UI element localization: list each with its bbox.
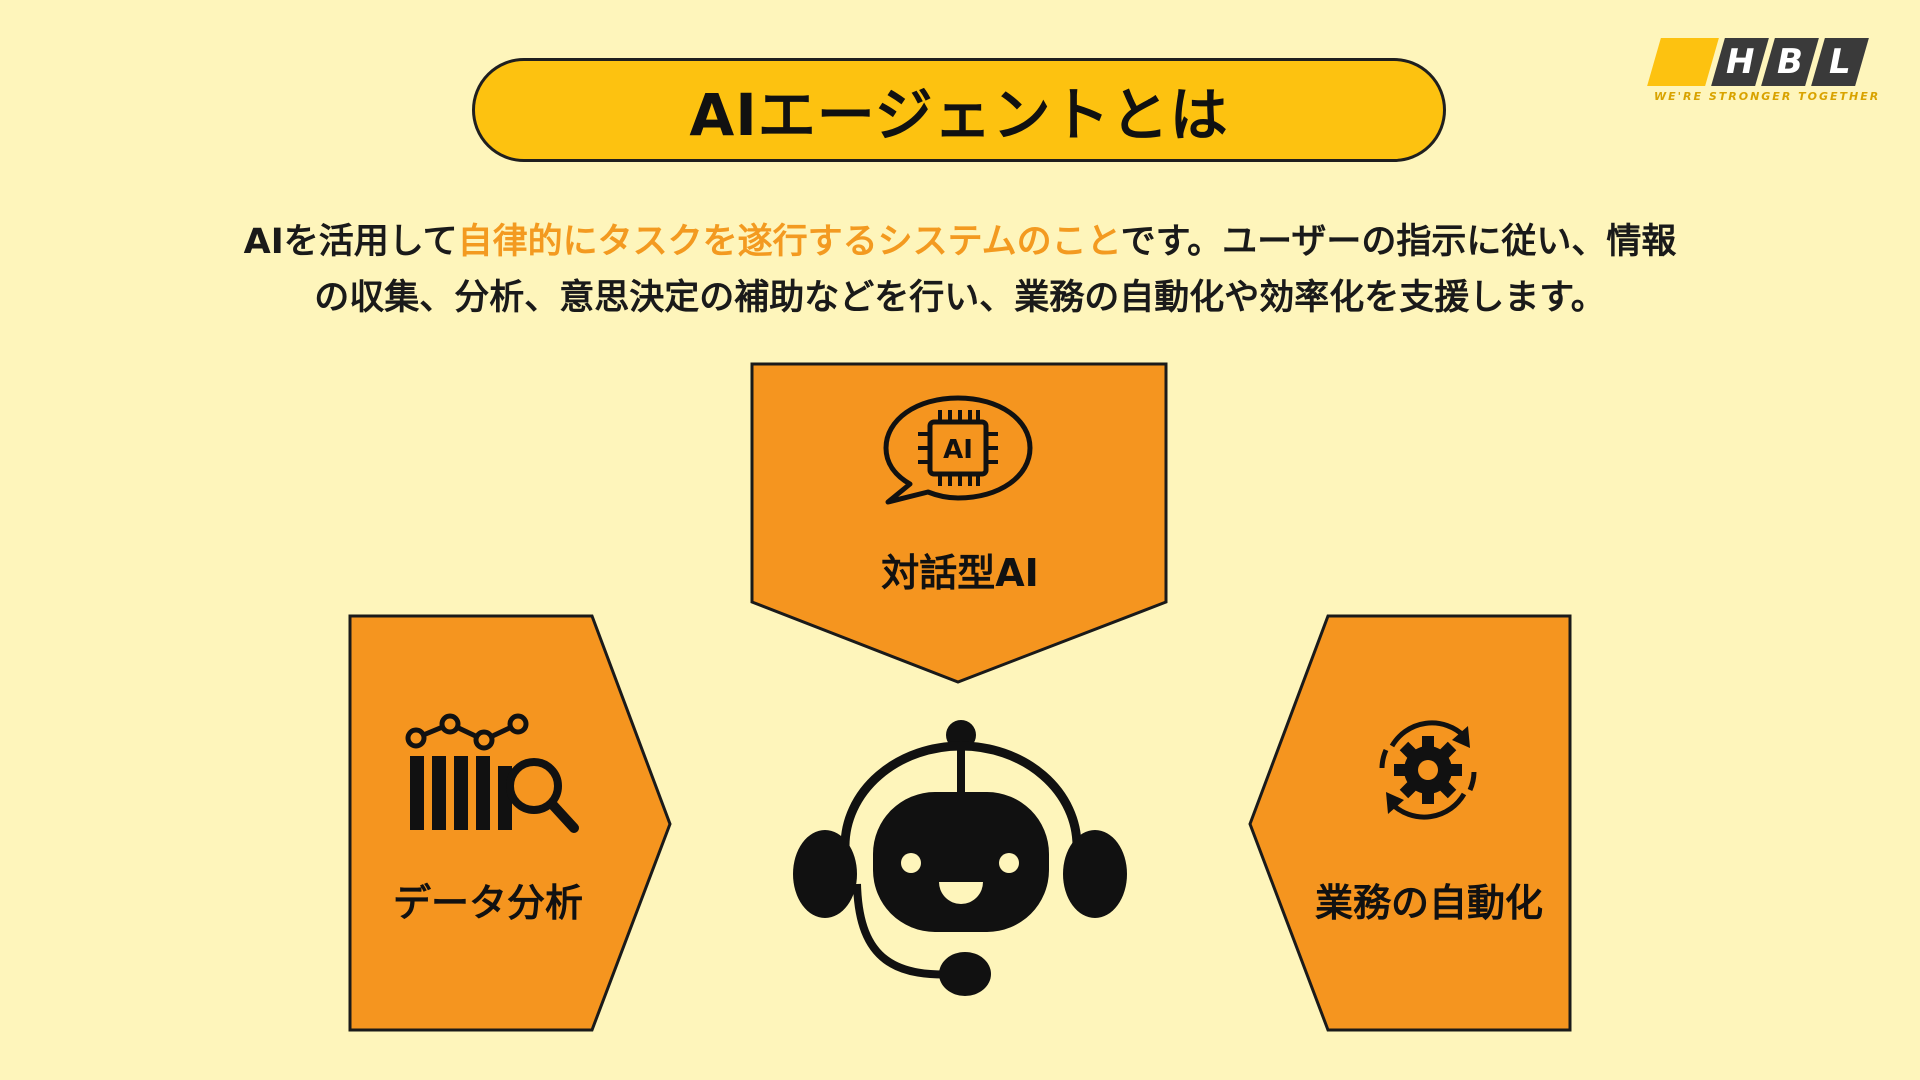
gear-cycle-icon [1379,720,1477,820]
page-title: AIエージェントとは [689,81,1229,149]
card-conversational-ai: AI 対話型AI [750,362,1170,687]
ai-chip-speech-bubble-icon: AI [883,395,1033,505]
robot-headset-icon [793,720,1127,996]
logo-yellow-block [1647,38,1719,86]
intro-line-1: AIを活用して自律的にタスクを遂行するシステムのことです。ユーザーの指示に従い、… [243,222,1677,262]
hbl-logo: H B L WE'RE STRONGER TOGETHER [1647,38,1882,118]
logo-letter-b: B [1761,38,1819,86]
chip-text: AI [943,435,973,465]
intro-text: AIを活用して自律的にタスクを遂行するシステムのことです。ユーザーの指示に従い、… [110,214,1810,326]
intro-line-2: の収集、分析、意思決定の補助などを行い、業務の自動化や効率化を支援します。 [314,278,1606,318]
card-data-analysis: データ分析 [348,614,674,1034]
card-business-automation: 業務の自動化 [1246,614,1572,1034]
logo-letter-h: H [1711,38,1769,86]
card-label-business-automation: 業務の自動化 [1314,881,1543,925]
card-label-data-analysis: データ分析 [392,881,583,925]
card-label-conversational-ai: 対話型AI [881,551,1039,595]
chart-magnifier-icon [405,713,579,833]
logo-tagline: WE'RE STRONGER TOGETHER [1654,90,1881,103]
title-banner: AIエージェントとは [472,58,1446,162]
intro-highlight: 自律的にタスクを遂行するシステムのこと [457,222,1121,262]
logo-letter-l: L [1811,38,1869,86]
